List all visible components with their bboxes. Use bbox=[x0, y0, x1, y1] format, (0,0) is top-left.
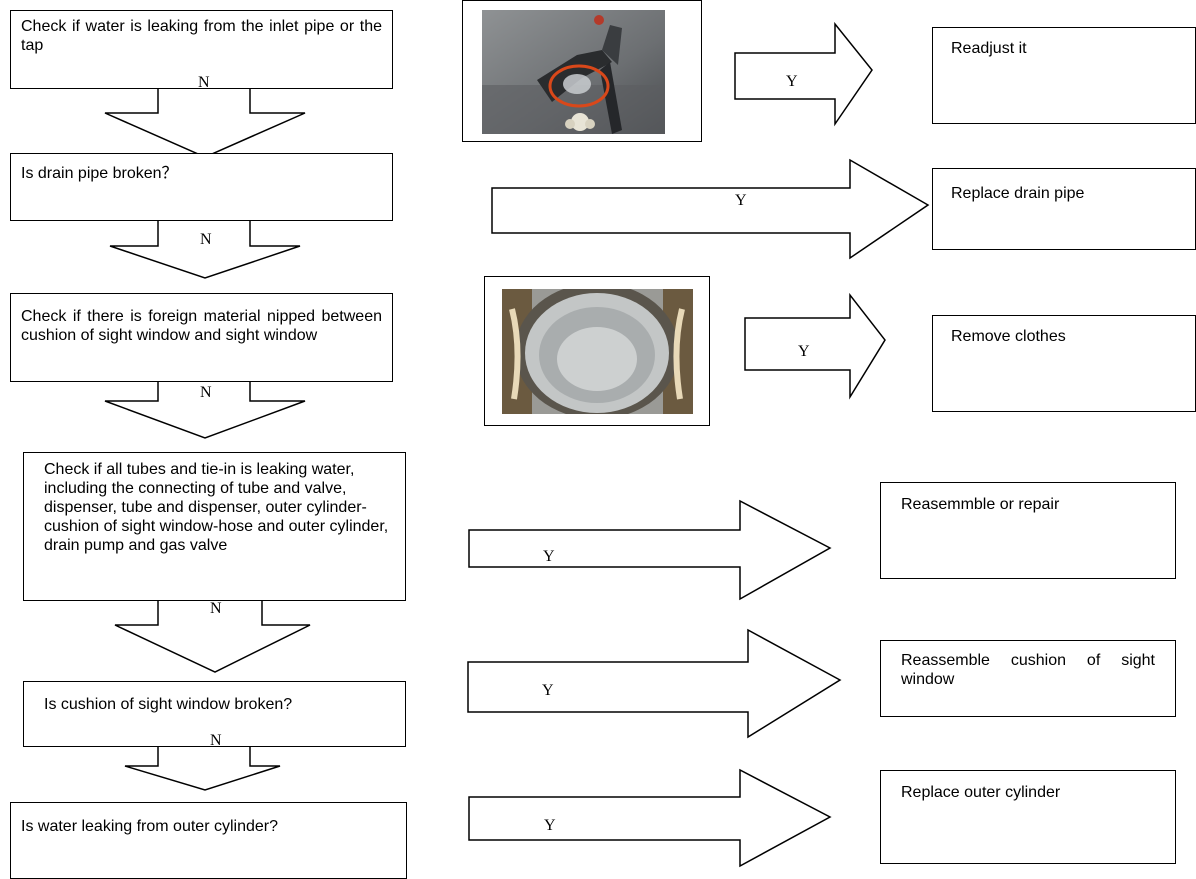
action-box-4: Reasemmble or repair bbox=[880, 482, 1176, 579]
down-arrow-1 bbox=[104, 87, 306, 158]
highlight-circle bbox=[548, 64, 610, 108]
action-text: Readjust it bbox=[951, 40, 1027, 57]
tap-photo bbox=[482, 10, 665, 134]
action-text: Replace outer cylinder bbox=[901, 784, 1061, 801]
yes-label-3: Y bbox=[798, 343, 810, 360]
down-arrow-5 bbox=[124, 745, 281, 791]
question-box-1: Check if water is leaking from the inlet… bbox=[10, 10, 393, 89]
action-text: Remove clothes bbox=[951, 328, 1066, 345]
sight-window-photo bbox=[502, 289, 693, 414]
action-text: Reasemmble or repair bbox=[901, 496, 1060, 513]
down-arrow-3 bbox=[104, 380, 306, 439]
right-arrow-4 bbox=[468, 499, 832, 601]
question-text: Check if water is leaking from the inlet… bbox=[21, 18, 382, 54]
right-arrow-5 bbox=[467, 628, 842, 739]
yes-label-6: Y bbox=[544, 817, 556, 834]
sight-window-photo-frame bbox=[484, 276, 710, 426]
right-arrow-3 bbox=[744, 292, 886, 400]
action-text: Reassemble cushion of sight window bbox=[901, 652, 1155, 688]
right-arrow-6 bbox=[468, 768, 832, 868]
right-arrow-1 bbox=[734, 21, 873, 127]
tap-photo-frame bbox=[462, 0, 702, 142]
question-box-5: Is cushion of sight window broken? bbox=[23, 681, 406, 747]
question-box-6: Is water leaking from outer cylinder? bbox=[10, 802, 407, 879]
action-text: Replace drain pipe bbox=[951, 185, 1085, 202]
action-box-6: Replace outer cylinder bbox=[880, 770, 1176, 864]
yes-label-1: Y bbox=[786, 73, 798, 90]
question-box-2: Is drain pipe broken？ bbox=[10, 153, 393, 221]
question-text: Is water leaking from outer cylinder? bbox=[21, 818, 278, 835]
no-label-5: N bbox=[210, 732, 222, 749]
question-text: Check if there is foreign material nippe… bbox=[21, 308, 382, 344]
action-box-3: Remove clothes bbox=[932, 315, 1196, 412]
yes-label-5: Y bbox=[542, 682, 554, 699]
no-label-1: N bbox=[198, 74, 210, 91]
no-label-3: N bbox=[200, 384, 212, 401]
down-arrow-4 bbox=[114, 599, 311, 673]
question-box-4: Check if all tubes and tie-in is leaking… bbox=[23, 452, 406, 601]
down-arrow-2 bbox=[109, 219, 301, 279]
action-box-1: Readjust it bbox=[932, 27, 1196, 124]
question-text: Check if all tubes and tie-in is leaking… bbox=[44, 461, 389, 554]
yes-label-2: Y bbox=[735, 192, 747, 209]
action-box-5: Reassemble cushion of sight window bbox=[880, 640, 1176, 717]
question-box-3: Check if there is foreign material nippe… bbox=[10, 293, 393, 382]
yes-label-4: Y bbox=[543, 548, 555, 565]
question-text: Is drain pipe broken？ bbox=[21, 165, 178, 182]
no-label-4: N bbox=[210, 600, 222, 617]
action-box-2: Replace drain pipe bbox=[932, 168, 1196, 250]
question-text: Is cushion of sight window broken? bbox=[44, 696, 293, 713]
right-arrow-2 bbox=[491, 158, 930, 260]
no-label-2: N bbox=[200, 231, 212, 248]
